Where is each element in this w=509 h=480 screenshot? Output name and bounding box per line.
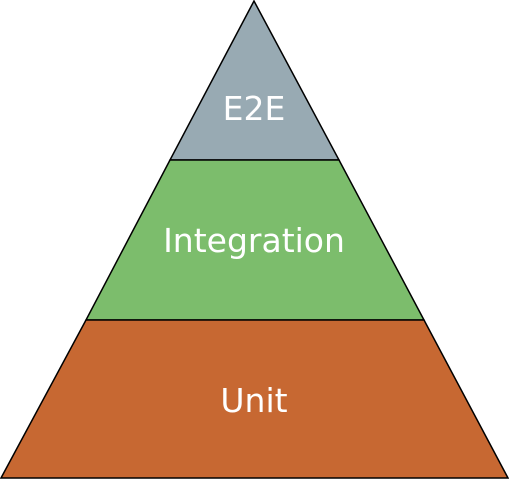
tier-unit-shape	[0, 319, 509, 479]
tier-integration-label: Integration	[163, 221, 345, 260]
tier-e2e-shape	[168, 0, 341, 161]
tier-unit-label: Unit	[220, 381, 287, 420]
tier-e2e-label: E2E	[223, 89, 286, 128]
